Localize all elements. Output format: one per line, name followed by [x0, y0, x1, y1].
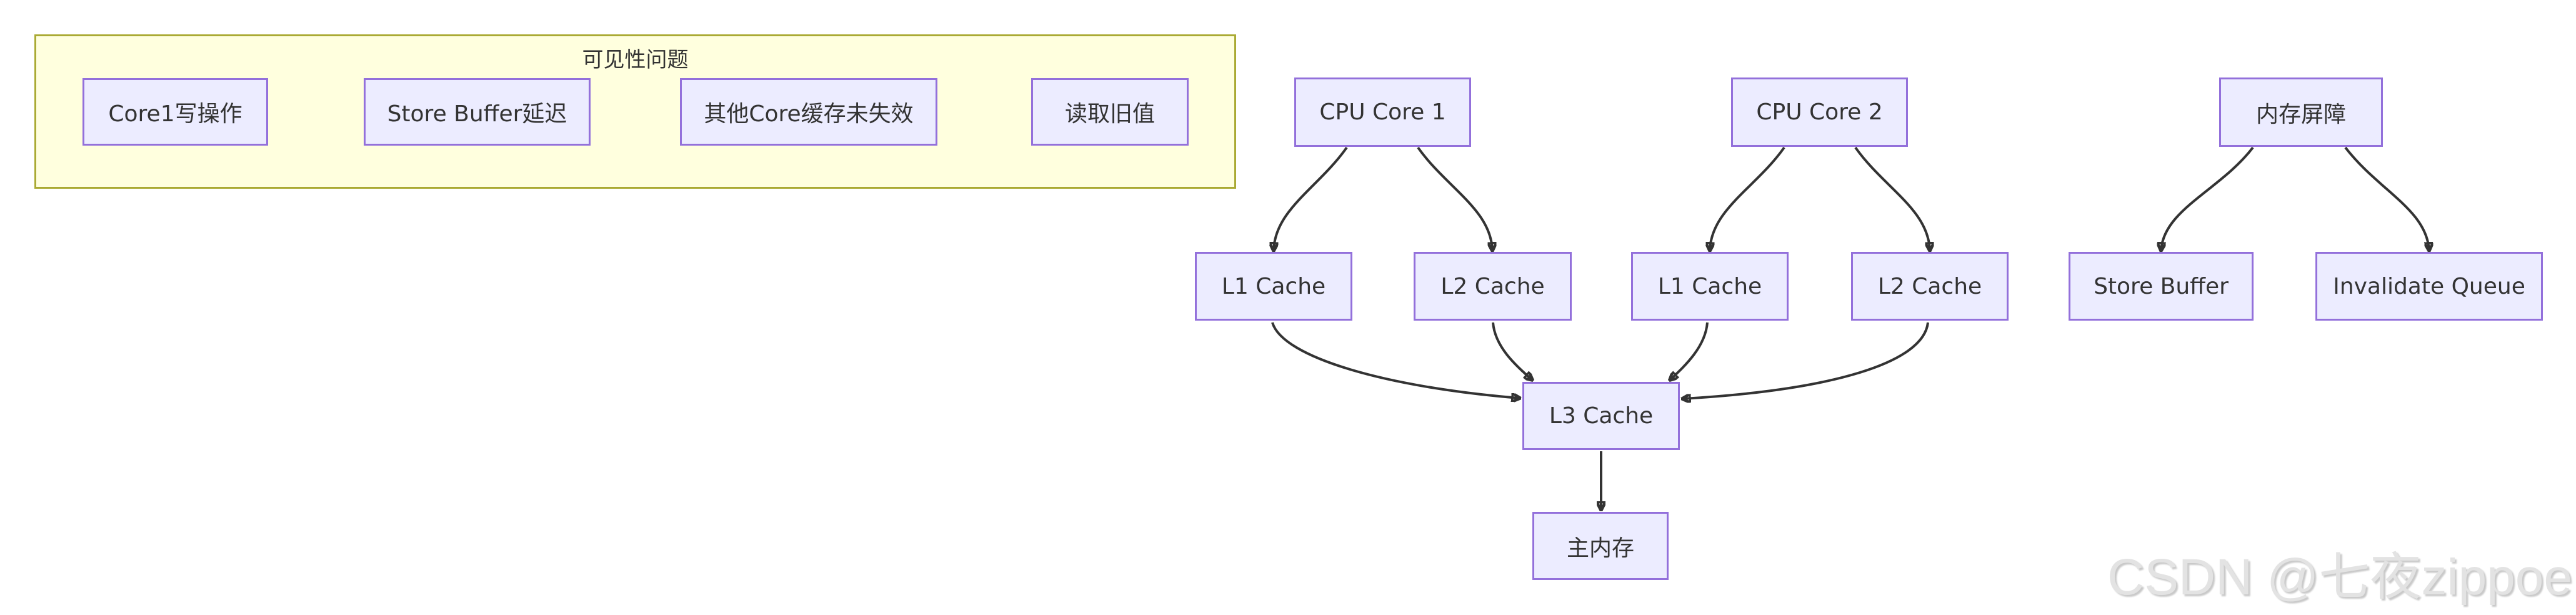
- edge-l1c2-l3: [1670, 322, 1709, 380]
- node-label: L3 Cache: [1549, 403, 1654, 429]
- node-label: L1 Cache: [1221, 273, 1326, 299]
- node-store-buffer-delay: Store Buffer延迟: [364, 78, 591, 146]
- node-read-stale-value: 读取旧值: [1031, 78, 1189, 146]
- edge-cpu1-l1c1: [1274, 146, 1348, 251]
- node-l3-cache: L3 Cache: [1522, 382, 1680, 450]
- csdn-watermark: CSDN @七夜zippoe: [2107, 549, 2572, 606]
- edge-l2c2-l3: [1682, 322, 1929, 399]
- node-store-buffer: Store Buffer: [2069, 252, 2254, 321]
- edge-l1c1-l3: [1271, 322, 1520, 398]
- node-cpu-core-1: CPU Core 1: [1294, 78, 1471, 147]
- node-label: L2 Cache: [1440, 273, 1545, 299]
- node-label: Store Buffer延迟: [387, 101, 567, 127]
- node-l2-cache-core1: L2 Cache: [1414, 252, 1572, 321]
- edge-barrier-storebuffer: [2161, 146, 2254, 251]
- node-core1-write: Core1写操作: [82, 78, 268, 146]
- node-l1-cache-core2: L1 Cache: [1631, 252, 1789, 321]
- node-label: 读取旧值: [1064, 101, 1155, 127]
- node-label: 内存屏障: [2255, 101, 2346, 128]
- edge-l2c1-l3: [1492, 322, 1532, 380]
- node-label: Store Buffer: [2094, 273, 2229, 299]
- node-label: 其他Core缓存未失效: [704, 101, 914, 127]
- edge-barrier-invalidatequeue: [2344, 146, 2429, 251]
- node-memory-barrier: 内存屏障: [2219, 78, 2383, 147]
- node-label: L1 Cache: [1657, 273, 1762, 299]
- edge-cpu1-l2c1: [1417, 146, 1492, 251]
- node-label: Invalidate Queue: [2333, 273, 2525, 299]
- cluster-title: 可见性问题: [582, 48, 689, 72]
- node-l2-cache-core2: L2 Cache: [1851, 252, 2009, 321]
- node-invalidate-queue: Invalidate Queue: [2315, 252, 2543, 321]
- node-label: 主内存: [1566, 535, 1634, 561]
- node-main-memory: 主内存: [1532, 512, 1669, 580]
- node-other-core-cache-not-invalidated: 其他Core缓存未失效: [680, 78, 937, 146]
- node-label: L2 Cache: [1877, 273, 1982, 299]
- node-label: CPU Core 1: [1319, 99, 1446, 125]
- edge-cpu2-l1c2: [1710, 146, 1785, 251]
- node-label: Core1写操作: [108, 101, 242, 127]
- node-label: CPU Core 2: [1756, 99, 1883, 125]
- node-cpu-core-2: CPU Core 2: [1731, 78, 1908, 147]
- edge-cpu2-l2c2: [1854, 146, 1930, 251]
- node-l1-cache-core1: L1 Cache: [1195, 252, 1352, 321]
